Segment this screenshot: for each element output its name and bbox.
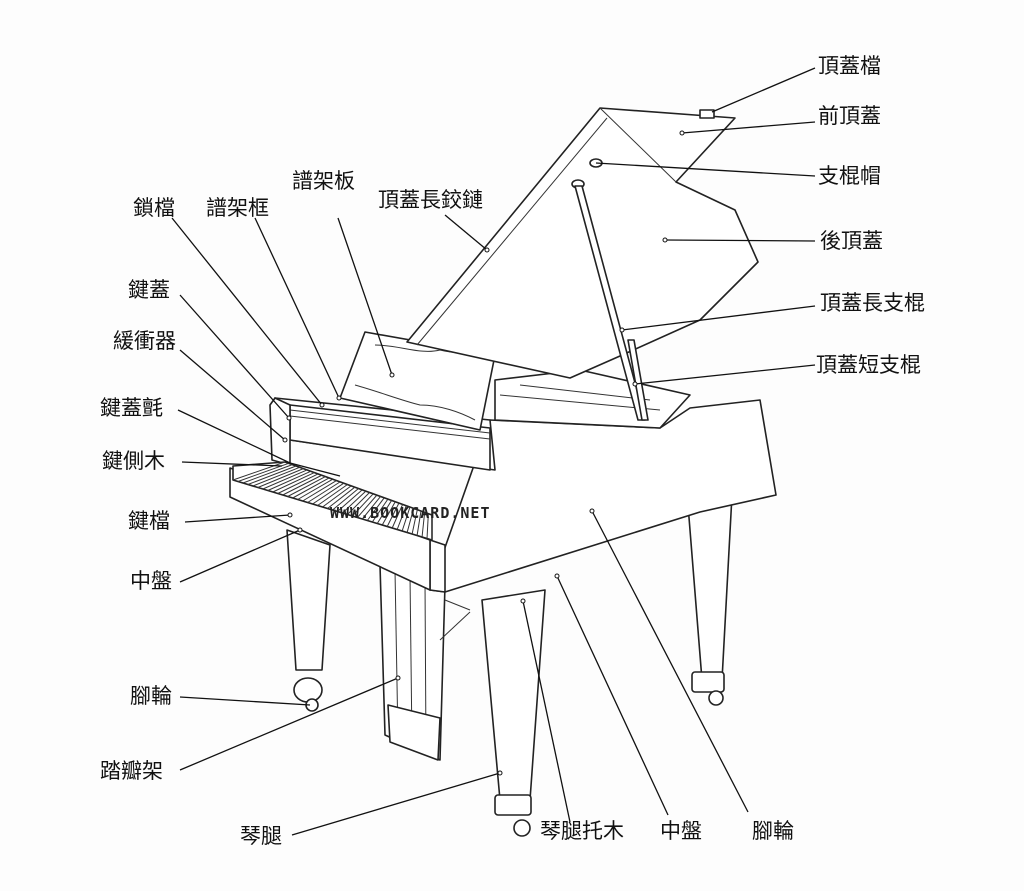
piano-lid	[406, 107, 759, 421]
label-prop-cap: 支棍帽	[818, 164, 881, 188]
label-back-lid: 後頂蓋	[820, 229, 883, 253]
piano-key	[352, 493, 374, 517]
piano-key	[302, 480, 337, 502]
piano-legs	[286, 494, 733, 837]
label-caster-bottom: 腳輪	[752, 819, 794, 843]
label-leg-block: 琴腿托木	[540, 819, 624, 843]
leader-dots	[282, 130, 685, 776]
label-front-lid: 前頂蓋	[818, 104, 881, 128]
front-left-leg	[286, 529, 331, 671]
leader-lines	[171, 67, 816, 836]
pedal-lyre-drawing	[379, 564, 471, 761]
piano-key	[312, 482, 345, 505]
piano-key	[401, 506, 411, 532]
piano-key	[277, 473, 319, 494]
piano-key	[252, 466, 300, 487]
piano-key	[257, 468, 304, 488]
piano-key	[342, 490, 367, 514]
piano-key	[361, 496, 381, 520]
back-leg	[687, 494, 733, 681]
piano-key	[396, 505, 407, 530]
piano-key	[411, 509, 418, 535]
label-key-cheek: 鍵側木	[102, 449, 165, 473]
piano-key	[421, 512, 426, 538]
label-music-desk-frame: 譜架框	[206, 196, 269, 220]
front-caster	[513, 819, 531, 837]
piano-key	[272, 472, 315, 493]
piano-key	[426, 513, 429, 539]
label-pedal-lyre: 踏瓣架	[100, 759, 163, 783]
label-short-lid-prop: 頂蓋短支棍	[816, 353, 921, 377]
piano-key	[371, 498, 389, 523]
label-keybed: 中盤	[130, 569, 172, 593]
front-right-leg	[481, 589, 546, 801]
label-lid-long-hinge: 頂蓋長鉸鏈	[378, 188, 483, 212]
piano-key	[267, 470, 311, 491]
label-keybed-bottom: 中盤	[660, 819, 702, 843]
piano-key	[416, 510, 422, 536]
piano-key	[386, 502, 400, 527]
piano-key	[381, 501, 396, 526]
label-buffer: 緩衝器	[113, 329, 176, 353]
piano-key	[347, 492, 370, 515]
piano-key	[406, 508, 415, 533]
piano-key	[262, 469, 308, 490]
part-labels: 頂蓋檔 前頂蓋 支棍帽 後頂蓋 頂蓋長支棍 頂蓋短支棍 譜架板 頂蓋長鉸鏈 鎖檔…	[100, 54, 925, 848]
label-lock-rail: 鎖檔	[133, 196, 175, 220]
piano-case	[229, 369, 777, 593]
label-music-desk-board: 譜架板	[292, 169, 355, 193]
piano-key	[327, 486, 356, 509]
label-fallboard-felt: 鍵蓋氈	[100, 396, 163, 420]
piano-key	[376, 500, 393, 524]
back-caster	[708, 690, 724, 706]
piano-key	[322, 485, 352, 508]
piano-key	[232, 461, 286, 481]
keyboard	[232, 461, 433, 541]
piano-key	[356, 494, 378, 518]
piano-key	[282, 474, 322, 496]
watermark: WWW.BOOKCARD.NET	[330, 504, 491, 522]
short-prop	[627, 339, 649, 421]
piano-key	[297, 478, 334, 500]
piano-key	[292, 477, 330, 499]
label-key-slip: 鍵檔	[128, 509, 170, 533]
label-long-lid-prop: 頂蓋長支棍	[820, 291, 925, 315]
piano-key	[242, 464, 293, 484]
piano-key	[337, 489, 363, 512]
label-lid-stop: 頂蓋檔	[818, 54, 881, 78]
piano-key	[391, 504, 404, 529]
label-leg: 琴腿	[240, 824, 282, 848]
piano-key	[247, 465, 297, 485]
label-fallboard: 鍵蓋	[128, 278, 170, 302]
piano-key	[332, 488, 359, 511]
piano-key	[317, 484, 348, 506]
piano-key	[287, 476, 326, 497]
piano-key	[307, 481, 341, 503]
label-caster: 腳輪	[130, 684, 172, 708]
piano-key	[366, 497, 385, 521]
